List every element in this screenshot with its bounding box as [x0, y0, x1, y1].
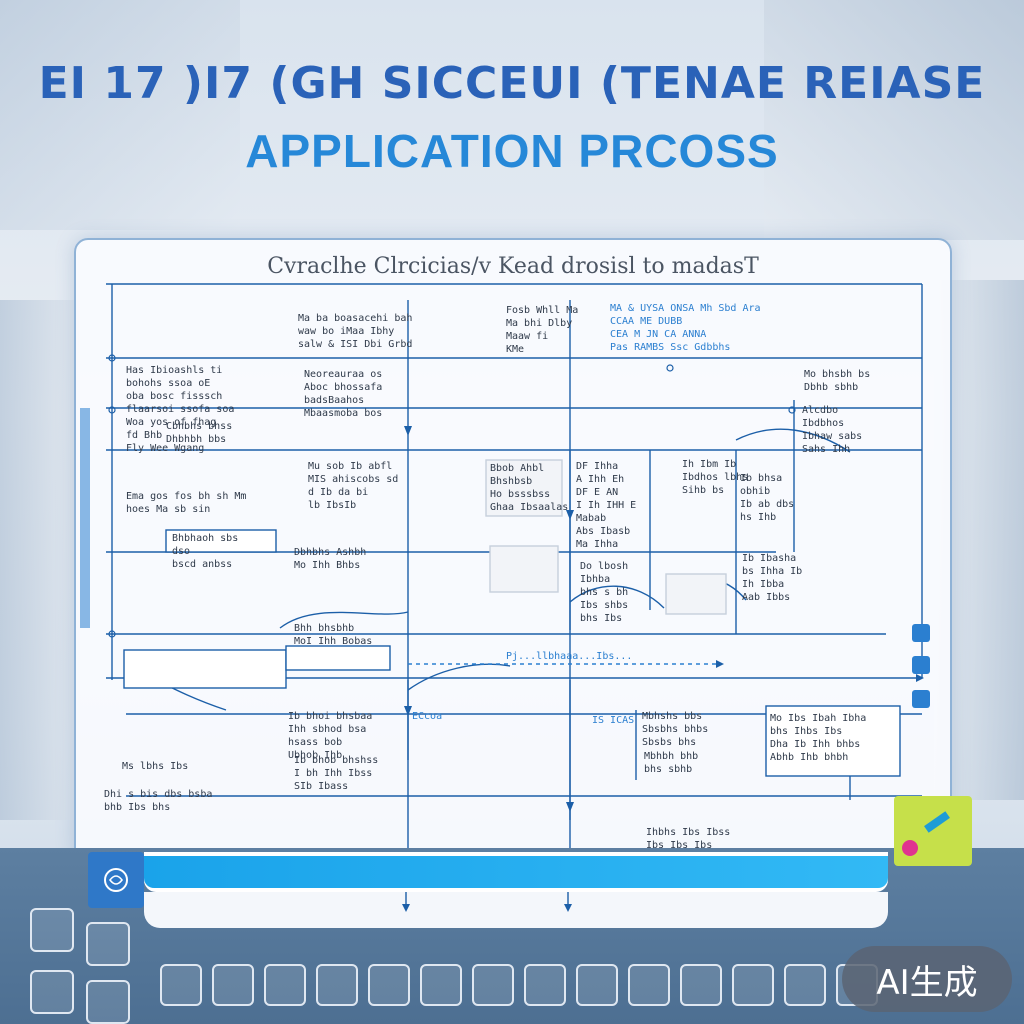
- arrowhead-4: [566, 802, 574, 812]
- note-28: Mo bhsbh bs Dbhb sbhb: [804, 369, 871, 393]
- note-18: Ib bhoi bhsbaa Ihh sbhod bsa hsass bob U…: [288, 711, 373, 761]
- lower-panel: [144, 892, 888, 928]
- note-17: Do lbosh Ibhba bhs s bh Ibs shbs bhs Ibs: [580, 561, 629, 624]
- title-line-2: APPLICATION PRCOSS: [245, 125, 779, 177]
- left-accent-bar: [80, 408, 90, 628]
- box-3: [665, 573, 727, 615]
- arrowhead-3: [404, 706, 412, 716]
- note-6: Mu sob Ib abfl MIS ahiscobs sd d Ib da b…: [308, 461, 399, 511]
- note-14: Bhbhaoh sbs dso bscd anbss: [172, 533, 239, 570]
- note-4: Has Ibioashls ti bohohs ssoa oE oba bosc…: [126, 365, 235, 454]
- note-5: Neoreauraa os Aboc bhossafa badsBaahos M…: [304, 369, 383, 419]
- book-icon: [86, 922, 130, 966]
- flowchart-lines: [80, 283, 926, 850]
- brain-icon: [88, 852, 144, 908]
- calendar-icon: [576, 964, 618, 1006]
- note-10: Ih Ibm Ib Ibdhos lbhs Sihb bs: [682, 459, 749, 496]
- note-29: Ms lbhs Ibs: [122, 761, 189, 772]
- background-machinery-right: [764, 0, 1024, 240]
- node-5: [108, 630, 116, 638]
- briefcase-icon: [628, 964, 670, 1006]
- building-icon: [160, 964, 202, 1006]
- node-1: [108, 354, 116, 362]
- arrowhead-2: [566, 510, 574, 520]
- chat-icon: [316, 964, 358, 1006]
- note-23: IS ICAS: [592, 715, 635, 726]
- arrowhead-6: [716, 660, 724, 668]
- curve-4: [407, 663, 511, 691]
- note-27: Cbhbhs bhss Dhbhbh bbs: [166, 421, 233, 445]
- flowchart-panel: Cvraclhe Clrcicias/v Kead drosisl to mad…: [74, 238, 952, 862]
- curve-1: [279, 611, 409, 629]
- background-machinery-left: [0, 0, 240, 230]
- note-24: Dhi s bis dbs bsba bhb Ibs bhs: [104, 789, 213, 813]
- background-column-left: [0, 300, 80, 820]
- node-2: [108, 406, 116, 414]
- curve-3: [735, 428, 851, 453]
- person-icon: [30, 908, 74, 952]
- note-16: Bhh bhsbhb MoI Ihh Bobas: [294, 623, 373, 647]
- node-4: [788, 406, 796, 414]
- arrowhead-1: [404, 426, 412, 436]
- box-4: [765, 705, 901, 777]
- document-icon: [30, 970, 74, 1014]
- box-1: [485, 459, 563, 517]
- note-25: Mo Ibs Ibah Ibha bhs Ihbs Ibs Dha Ib Ihh…: [770, 713, 867, 763]
- progress-fill: [144, 856, 888, 888]
- small-square-icon-2: [912, 656, 930, 674]
- note-9: DF Ihha A Ihh Eh DF E AN I Ih IHH E Maba…: [576, 461, 637, 550]
- note-22: ECcoa: [412, 711, 443, 722]
- box-5: [165, 529, 277, 553]
- curve-2: [569, 585, 665, 609]
- note-15: Dbhbhs Ashbh Mo Ihh Bhbs: [294, 547, 367, 571]
- note-21: Mbhbh bhb bhs sbhb: [644, 751, 699, 775]
- note-8: Bbob Ahbl Bhshbsb Ho bsssbss Ghaa Ibsaal…: [490, 463, 569, 513]
- ai-generated-badge: AI生成: [842, 946, 1012, 1012]
- note-19: Ib bhob bhshss I bh Ihh Ibss SIb Ibass: [294, 755, 379, 792]
- note-3: MA & UYSA ONSA Mh Sbd Ara CCAA ME DUBB C…: [610, 303, 761, 353]
- note-7: Ema gos fos bh sh Mm hoes Ma sb sin: [126, 491, 247, 515]
- lower-arrows: [402, 892, 572, 912]
- file-icon: [784, 964, 826, 1006]
- dashed-flow-label: Pj...llbhaaa...Ibs...: [506, 651, 633, 662]
- note-20: Mbhshs bbs Sbsbhs bhbs Sbsbs bhs: [642, 711, 709, 748]
- box-7: [285, 645, 391, 671]
- icon-row: [160, 964, 878, 1006]
- note-26: Ihbhs Ibs Ibss Ibs Ibs Ibs: [646, 827, 731, 851]
- clipboard-icon: [680, 964, 722, 1006]
- note-12: Ib bhsa obhib Ib ab dbs hs Ihb: [740, 473, 795, 523]
- node-3: [666, 364, 674, 372]
- folder-icon: [264, 964, 306, 1006]
- box-6: [123, 649, 287, 689]
- box-2: [489, 545, 559, 593]
- small-square-icon-3: [912, 690, 930, 708]
- note-13: Ib Ibasha bs Ihha Ib Ih Ibba Aab Ibbs: [742, 553, 803, 603]
- note-11: Alcdbo Ibdbhos Ibhaw sabs Sahs Ihh: [802, 405, 863, 455]
- note-1: Ma ba boasacehi bah waw bo iMaa Ibhy sal…: [298, 313, 413, 350]
- certificate-icon: [524, 964, 566, 1006]
- pen-icon: [894, 796, 972, 866]
- map-icon: [420, 964, 462, 1006]
- title-line-1: EI 17 )I7 (GH SICCEUI (TENAE REIASE: [38, 58, 986, 109]
- scale-icon: [732, 964, 774, 1006]
- globe-icon: [368, 964, 410, 1006]
- small-square-icon-1: [912, 624, 930, 642]
- printer-icon: [472, 964, 514, 1006]
- stamp-icon: [212, 964, 254, 1006]
- bell-icon: [86, 980, 130, 1024]
- note-2: Fosb Whll Ma Ma bhi Dlby Maaw fi KMe: [506, 305, 579, 355]
- arrowhead-7: [916, 674, 924, 682]
- panel-heading: Cvraclhe Clrcicias/v Kead drosisl to mad…: [267, 254, 759, 279]
